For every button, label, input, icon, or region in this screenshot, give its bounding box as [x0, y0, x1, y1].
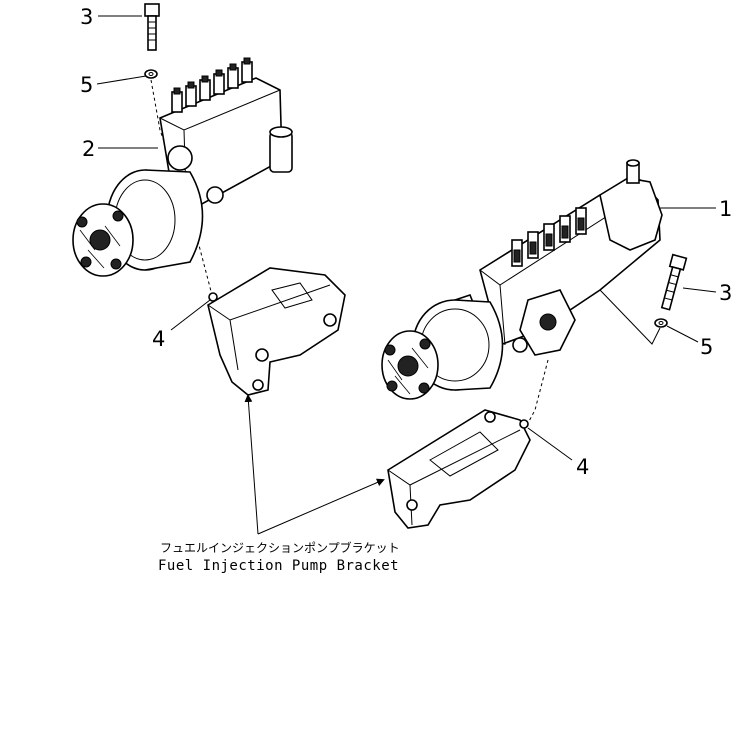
callout-4-left: 4: [152, 327, 165, 351]
caption-pointers: [244, 394, 385, 535]
callout-4-right: 4: [576, 455, 589, 479]
bracket-right: [387, 409, 531, 529]
callout-5-left: 5: [80, 73, 93, 97]
nut-left: [208, 292, 218, 302]
bolt-right: [660, 253, 688, 311]
alignment-line-right: [526, 359, 549, 426]
washer-left: [144, 69, 158, 79]
callout-3-left: 3: [80, 5, 93, 29]
bracket-left: [207, 267, 346, 396]
washer-right: [654, 318, 668, 328]
callout-2: 2: [82, 137, 95, 161]
callout-1: 1: [719, 197, 732, 221]
fuel-pump-right: [381, 159, 663, 400]
callout-5-right: 5: [700, 335, 713, 359]
leader-lines: [96, 15, 717, 461]
nut-right: [519, 419, 529, 429]
callout-3-right: 3: [719, 281, 732, 305]
caption-japanese: フュエルインジェクションポンプブラケット: [160, 540, 400, 555]
bolt-left: [144, 3, 160, 51]
caption-english: Fuel Injection Pump Bracket: [158, 558, 399, 574]
fuel-pump-left: [72, 57, 293, 277]
